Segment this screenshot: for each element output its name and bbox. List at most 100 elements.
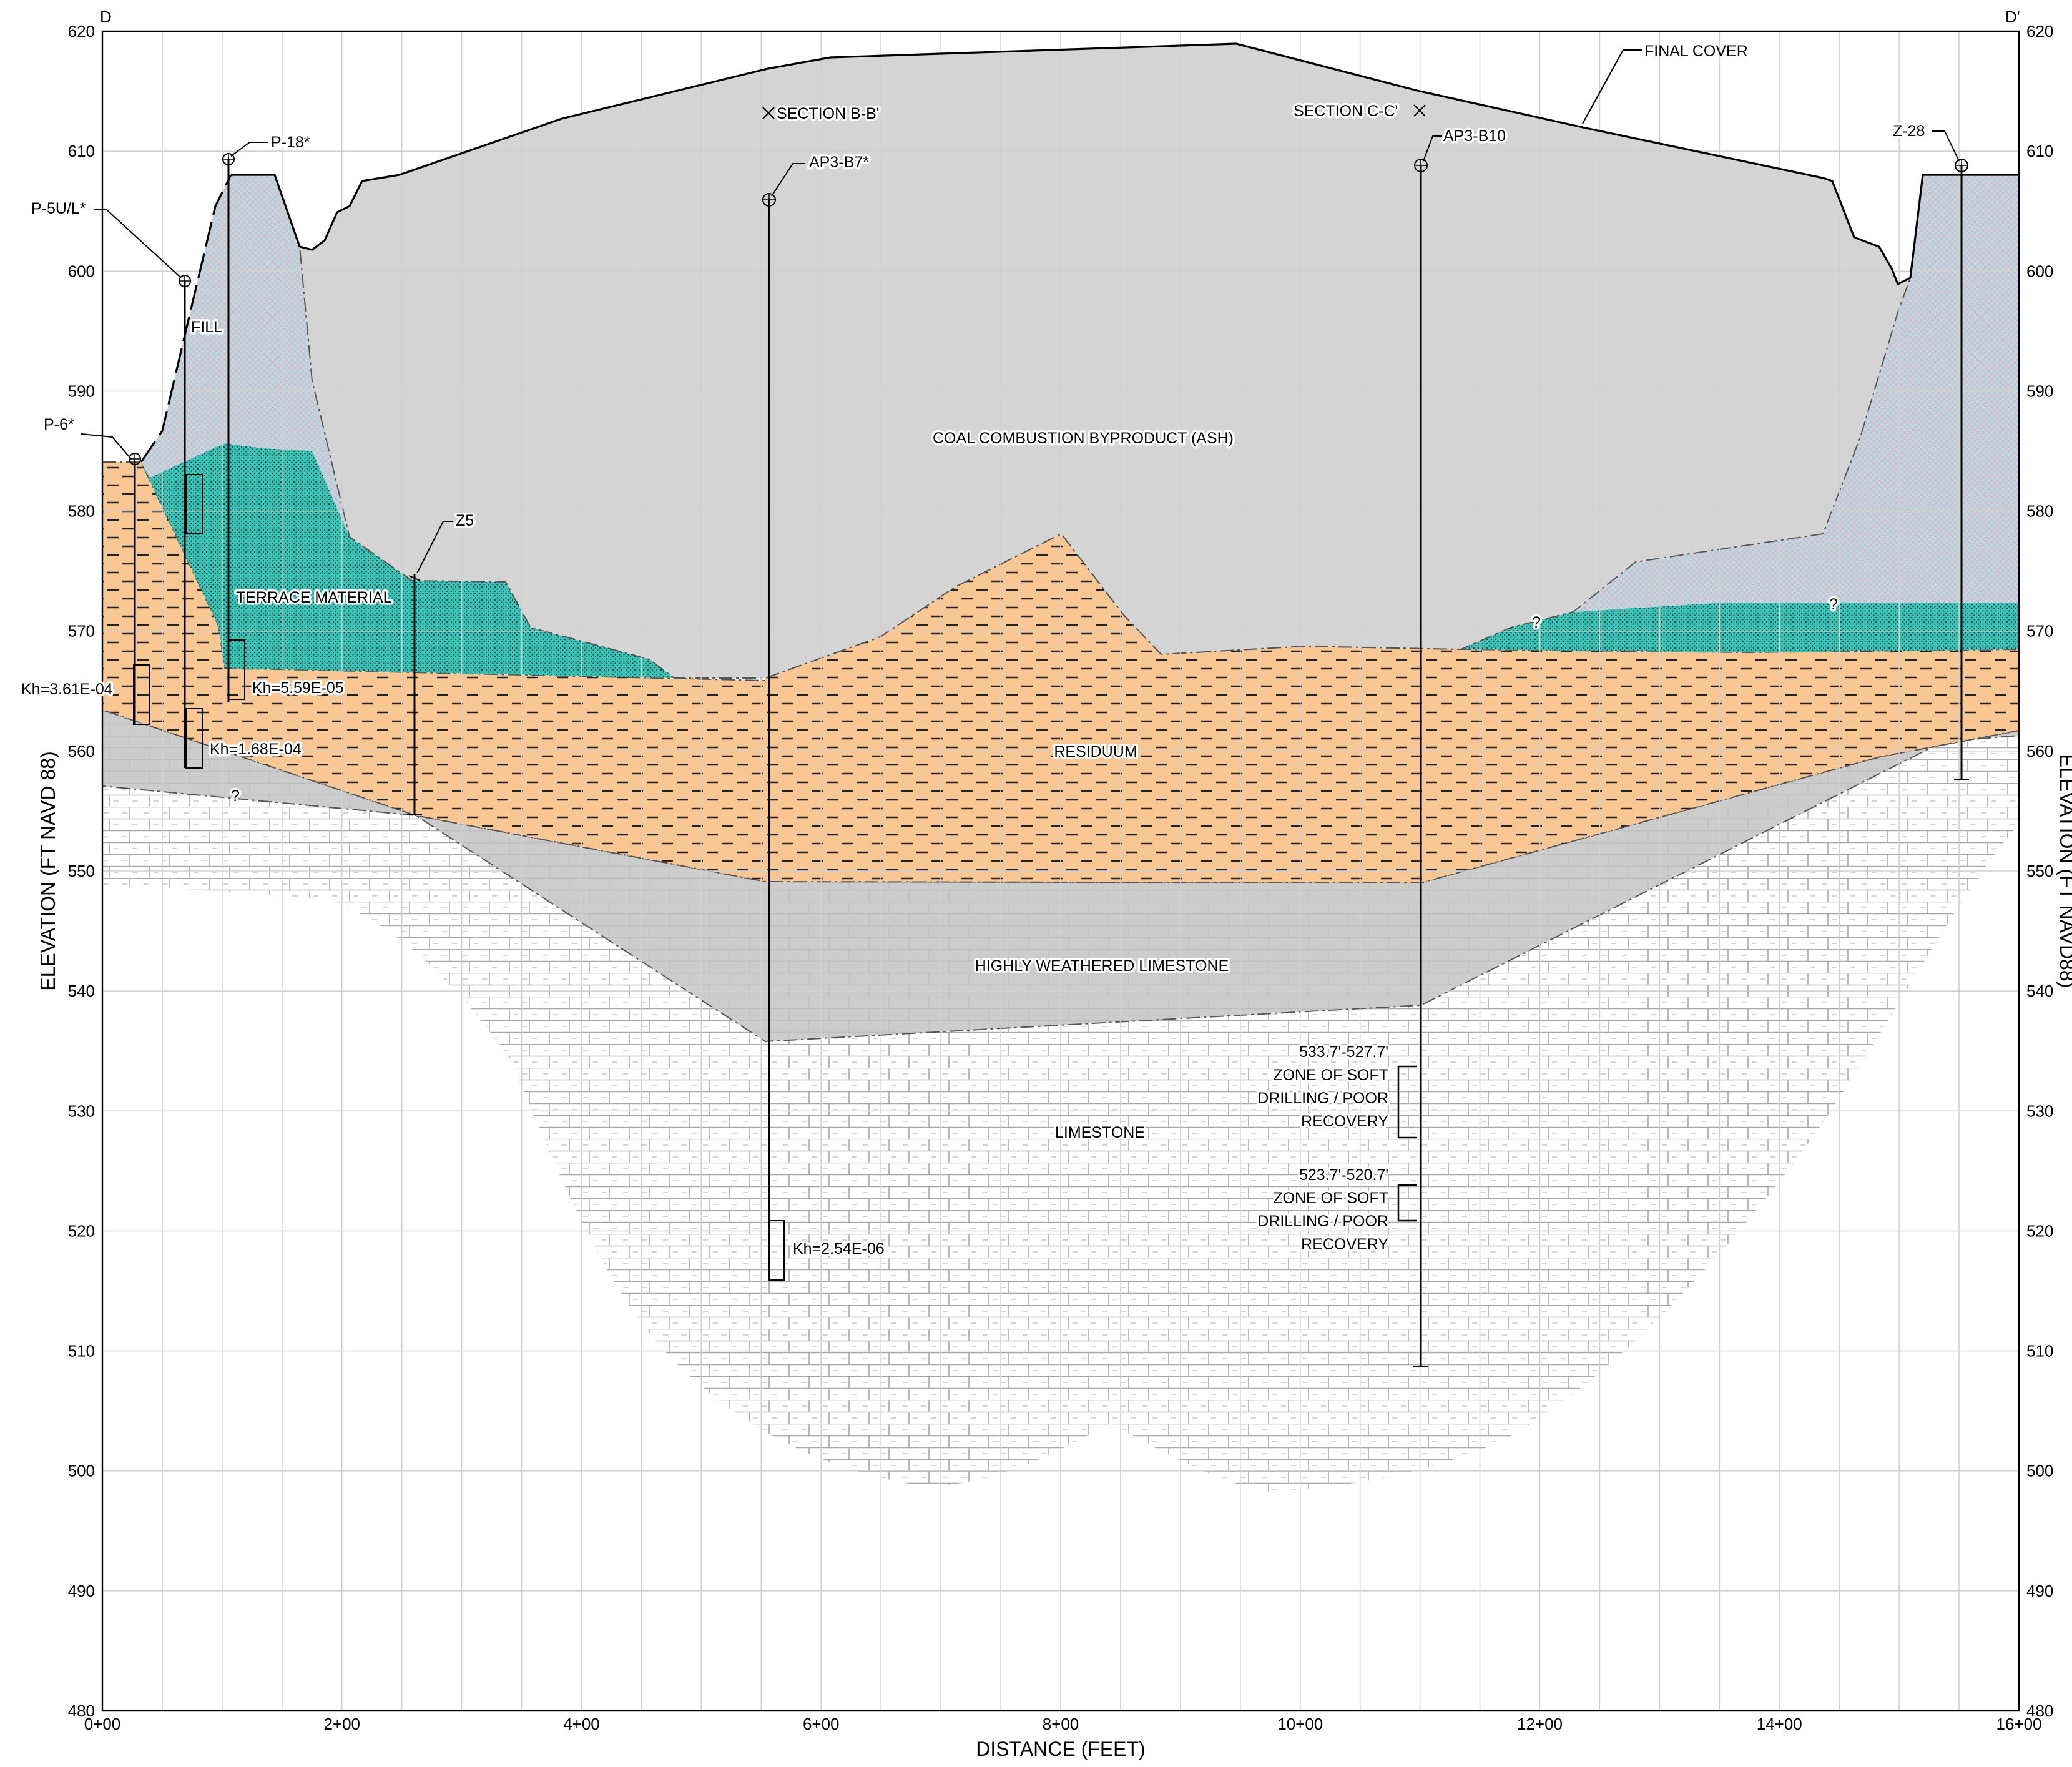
- section-cc-marker: [1413, 104, 1426, 117]
- boring-p18: [222, 142, 268, 702]
- y-tick-label-right: 590: [2026, 381, 2053, 400]
- zone2-bracket: [1397, 1184, 1417, 1222]
- y-tick-label-right: 580: [2026, 502, 2053, 521]
- zone-annotation-1: 533.7'-527.7' ZONE OF SOFT DRILLING / PO…: [1255, 1041, 1391, 1133]
- y-tick-label-right: 550: [2026, 862, 2053, 880]
- x-tick-label: 6+00: [803, 1715, 840, 1733]
- x-tick-label: 14+00: [1757, 1715, 1802, 1733]
- y-axis-title-left: ELEVATION (FT NAVD 88): [37, 751, 59, 990]
- uncertain-marker-mid: ?: [1532, 614, 1541, 631]
- svg-text:DRILLING / POOR: DRILLING / POOR: [1257, 1090, 1388, 1107]
- limestone-label: LIMESTONE: [1055, 1124, 1145, 1141]
- section-bb-label: SECTION B-B': [777, 105, 880, 122]
- x-tick-label: 2+00: [323, 1715, 360, 1733]
- x-tick-label: 4+00: [563, 1715, 600, 1733]
- y-tick-label-left: 530: [68, 1101, 95, 1120]
- y-tick-label-left: 540: [68, 982, 95, 1000]
- y-tick-label-right: 570: [2026, 622, 2053, 641]
- fill-label: FILL: [191, 318, 222, 336]
- x-tick-label: 8+00: [1043, 1715, 1079, 1733]
- svg-text:RECOVERY: RECOVERY: [1301, 1113, 1388, 1130]
- boring-z28: [1932, 130, 1969, 780]
- kh-p5-label: Kh=1.68E-04: [210, 741, 302, 758]
- y-tick-label-left: 500: [68, 1462, 95, 1480]
- svg-text:RECOVERY: RECOVERY: [1301, 1236, 1388, 1253]
- screen-p5-upper: [185, 474, 203, 534]
- uncertain-marker-left: ?: [231, 787, 240, 805]
- final-cover-leader: [1582, 49, 1642, 124]
- x-axis-title: DISTANCE (FEET): [976, 1738, 1145, 1760]
- svg-text:523.7'-520.7': 523.7'-520.7': [1299, 1166, 1388, 1184]
- y-tick-label-right: 510: [2026, 1342, 2053, 1361]
- y-tick-label-left: 550: [68, 862, 95, 880]
- screen-p18: [228, 639, 245, 700]
- kh-p18-label: Kh=5.59E-05: [252, 679, 344, 697]
- x-tick-label: 12+00: [1517, 1715, 1563, 1733]
- y-tick-label-left: 490: [68, 1582, 95, 1600]
- y-tick-label-left: 520: [68, 1221, 95, 1240]
- y-tick-label-left: 480: [68, 1701, 95, 1720]
- y-tick-label-right: 540: [2026, 982, 2053, 1000]
- plot-frame: [101, 30, 2020, 1712]
- screen-p5-lower: [185, 708, 203, 769]
- final-cover-label: FINAL COVER: [1644, 42, 1748, 60]
- x-tick-label: 0+00: [84, 1715, 121, 1733]
- section-end-right: D': [2005, 7, 2020, 26]
- y-tick-label-left: 600: [68, 262, 95, 280]
- boring-ap3-b7: [762, 163, 805, 1281]
- y-tick-label-left: 510: [68, 1342, 95, 1361]
- boring-z5: [407, 521, 453, 815]
- svg-text:DRILLING / POOR: DRILLING / POOR: [1257, 1213, 1388, 1230]
- boring-label-p6: P-6*: [44, 416, 74, 433]
- fill-layer-left: [141, 175, 350, 537]
- screen-p6: [133, 664, 150, 725]
- hwl-label: HIGHLY WEATHERED LIMESTONE: [975, 957, 1229, 975]
- y-tick-label-right: 600: [2026, 262, 2053, 280]
- y-tick-label-left: 560: [68, 742, 95, 760]
- svg-text:533.7'-527.7': 533.7'-527.7': [1299, 1043, 1388, 1061]
- terrace-label: TERRACE MATERIAL: [236, 589, 392, 606]
- boring-ap3-b10: [1397, 135, 1442, 1367]
- boring-label-z5: Z5: [456, 512, 474, 529]
- zone1-bracket: [1397, 1065, 1417, 1139]
- boring-label-z28: Z-28: [1893, 122, 1925, 140]
- y-tick-label-left: 590: [68, 381, 95, 400]
- final-cover-line: [299, 42, 2019, 286]
- uncertain-marker-right: ?: [1829, 596, 1838, 613]
- ash-label: COAL COMBUSTION BYPRODUCT (ASH): [933, 430, 1234, 447]
- residuum-label: RESIDUUM: [1054, 743, 1137, 760]
- y-tick-label-left: 580: [68, 502, 95, 521]
- y-tick-label-right: 490: [2026, 1582, 2053, 1600]
- fill-layer-right: [1573, 175, 2019, 612]
- left-dike-surface: [140, 174, 232, 463]
- kh-b7-label: Kh=2.54E-06: [793, 1240, 885, 1258]
- y-tick-label-right: 480: [2026, 1701, 2053, 1720]
- y-tick-label-left: 610: [68, 142, 95, 160]
- screen-ap3-b7: [768, 1220, 785, 1281]
- kh-p6-label: Kh=3.61E-04: [21, 681, 113, 698]
- section-bb-marker: [762, 107, 775, 119]
- y-tick-label-left: 620: [68, 22, 95, 41]
- y-tick-label-right: 610: [2026, 142, 2053, 160]
- y-axis-title-right: ELEVATION (FT NAVD88): [2056, 754, 2072, 988]
- left-dike-crest: [231, 174, 301, 247]
- ash-layer: [298, 42, 1912, 679]
- y-tick-label-right: 500: [2026, 1462, 2053, 1480]
- svg-text:ZONE OF SOFT: ZONE OF SOFT: [1273, 1189, 1388, 1207]
- y-tick-label-right: 520: [2026, 1221, 2053, 1240]
- x-tick-label: 16+00: [1996, 1715, 2041, 1733]
- boring-label-p18: P-18*: [271, 134, 310, 151]
- boring-label-ap3-b10: AP3-B10: [1443, 127, 1506, 145]
- y-tick-label-left: 570: [68, 622, 95, 641]
- boring-label-p5: P-5U/L*: [31, 200, 86, 217]
- svg-text:ZONE OF SOFT: ZONE OF SOFT: [1273, 1066, 1388, 1084]
- y-tick-label-right: 620: [2026, 22, 2053, 41]
- boring-p5: [94, 209, 203, 769]
- zone-annotation-2: 523.7'-520.7' ZONE OF SOFT DRILLING / PO…: [1255, 1164, 1391, 1256]
- terrace-layer-left: [141, 443, 674, 678]
- boring-label-ap3-b7: AP3-B7*: [809, 154, 869, 171]
- boring-p6: [81, 433, 150, 725]
- y-tick-label-right: 560: [2026, 742, 2053, 760]
